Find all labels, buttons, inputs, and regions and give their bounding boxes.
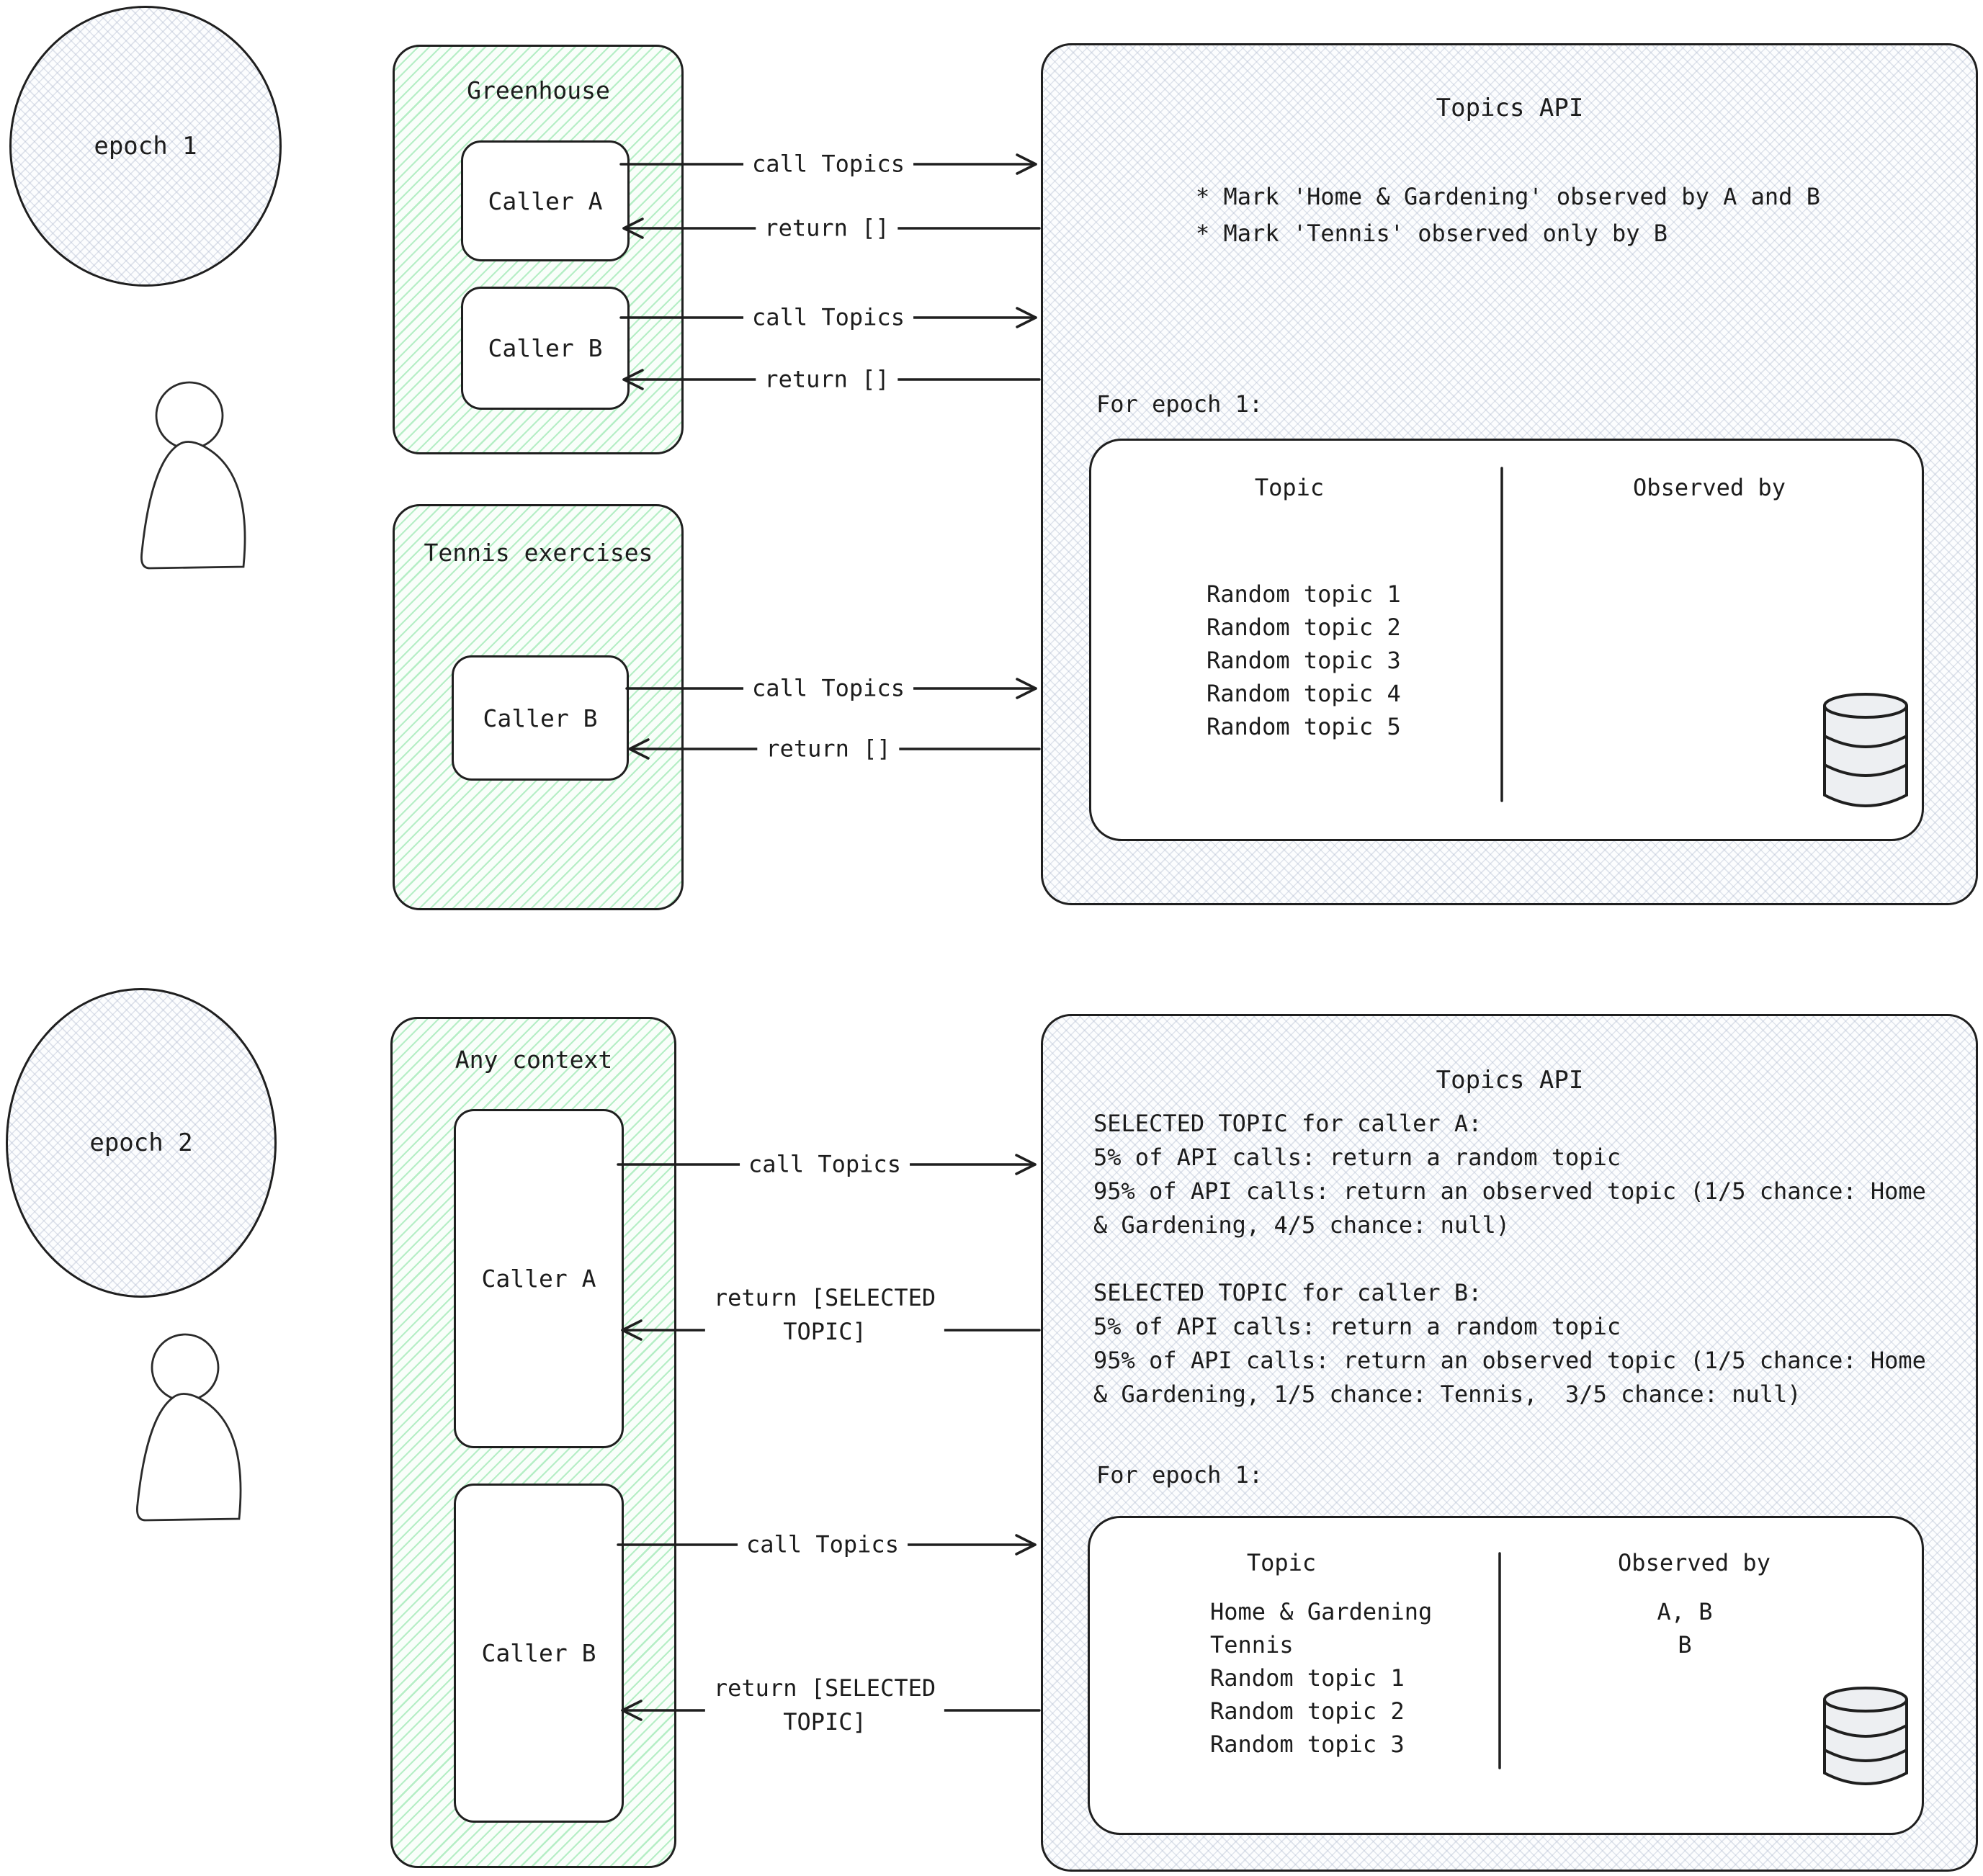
arrow-label-call-topics: call Topics bbox=[738, 1526, 908, 1563]
arrow-label-return-empty: return [] bbox=[756, 210, 898, 247]
greenhouse-title: Greenhouse bbox=[467, 76, 610, 104]
topic-cell: Random topic 2 bbox=[1210, 1697, 1405, 1725]
col-header-topic: Topic bbox=[1246, 1549, 1317, 1576]
topics-table-epoch1: Topic Observed by Random topic 1 Random … bbox=[1089, 439, 1924, 841]
topic-cell: Home & Gardening bbox=[1210, 1598, 1433, 1625]
api-notes-epoch1: * Mark 'Home & Gardening' observed by A … bbox=[1196, 183, 1820, 247]
table-row: Random topic 1 bbox=[1091, 578, 1922, 611]
table-row: Random topic 2 bbox=[1090, 1695, 1922, 1728]
caller-b-box-epoch2: Caller B bbox=[454, 1484, 624, 1823]
caller-b-label: Caller B bbox=[481, 1639, 596, 1667]
table-row: Tennis B bbox=[1090, 1628, 1922, 1661]
arrow-label-call-topics: call Topics bbox=[743, 299, 913, 336]
arrow-label-return-selected-topic: return [SELECTED TOPIC] bbox=[704, 1670, 945, 1741]
topics-api-title-epoch2: Topics API bbox=[1436, 1066, 1584, 1095]
user-icon bbox=[140, 381, 246, 570]
col-header-observed: Observed by bbox=[1618, 1549, 1771, 1576]
caller-b-box-tennis: Caller B bbox=[452, 655, 629, 781]
epoch2-label: epoch 2 bbox=[89, 1128, 193, 1157]
selected-topic-caller-a-text: SELECTED TOPIC for caller A: 5% of API c… bbox=[1093, 1110, 1926, 1239]
table-row: Random topic 3 bbox=[1090, 1728, 1922, 1761]
epoch2-circle: epoch 2 bbox=[6, 988, 277, 1298]
any-context-title: Any context bbox=[455, 1046, 613, 1074]
arrow-label-call-topics: call Topics bbox=[743, 670, 913, 707]
table-row: Random topic 2 bbox=[1091, 611, 1922, 644]
for-epoch1-label-bottom: For epoch 1: bbox=[1096, 1461, 1263, 1489]
caller-b-label: Caller B bbox=[483, 704, 598, 732]
caller-a-label: Caller A bbox=[488, 187, 603, 215]
topics-api-title-epoch1: Topics API bbox=[1436, 94, 1584, 122]
caller-b-label: Caller B bbox=[488, 334, 603, 362]
table-row: Home & Gardening A, B bbox=[1090, 1595, 1922, 1628]
observed-cell: A, B bbox=[1657, 1598, 1713, 1625]
caller-a-label: Caller A bbox=[481, 1265, 596, 1293]
user-icon bbox=[136, 1333, 242, 1522]
arrow-label-return-empty: return [] bbox=[757, 730, 900, 768]
topic-cell: Random topic 1 bbox=[1207, 580, 1401, 608]
arrow-label-call-topics: call Topics bbox=[740, 1146, 910, 1183]
arrow-label-return-empty: return [] bbox=[756, 361, 898, 398]
selected-topic-caller-b-text: SELECTED TOPIC for caller B: 5% of API c… bbox=[1093, 1279, 1926, 1408]
table-row: Random topic 1 bbox=[1090, 1661, 1922, 1695]
col-header-observed: Observed by bbox=[1633, 474, 1786, 501]
table-row: Random topic 3 bbox=[1091, 644, 1922, 677]
caller-a-box-epoch1: Caller A bbox=[461, 140, 630, 261]
topic-cell: Random topic 1 bbox=[1210, 1664, 1405, 1692]
arrow-label-call-topics: call Topics bbox=[743, 145, 913, 183]
topic-cell: Random topic 4 bbox=[1207, 680, 1401, 707]
topic-cell: Tennis bbox=[1210, 1631, 1294, 1659]
topic-cell: Random topic 3 bbox=[1210, 1731, 1405, 1758]
col-header-topic: Topic bbox=[1254, 474, 1325, 501]
caller-b-box-epoch1: Caller B bbox=[461, 287, 630, 410]
epoch1-circle: epoch 1 bbox=[9, 6, 282, 287]
for-epoch1-label-top: For epoch 1: bbox=[1096, 390, 1263, 418]
topic-cell: Random topic 3 bbox=[1207, 647, 1401, 674]
arrow-label-return-selected-topic: return [SELECTED TOPIC] bbox=[704, 1280, 945, 1350]
table-row: Random topic 4 bbox=[1091, 677, 1922, 710]
table-row: Random topic 5 bbox=[1091, 710, 1922, 743]
topics-table-epoch2: Topic Observed by Home & Gardening A, B … bbox=[1088, 1516, 1924, 1835]
observed-cell: B bbox=[1678, 1631, 1692, 1659]
topic-cell: Random topic 5 bbox=[1207, 713, 1401, 740]
caller-a-box-epoch2: Caller A bbox=[454, 1109, 624, 1448]
tennis-title: Tennis exercises bbox=[424, 539, 653, 567]
epoch1-label: epoch 1 bbox=[94, 132, 197, 161]
topic-cell: Random topic 2 bbox=[1207, 614, 1401, 641]
